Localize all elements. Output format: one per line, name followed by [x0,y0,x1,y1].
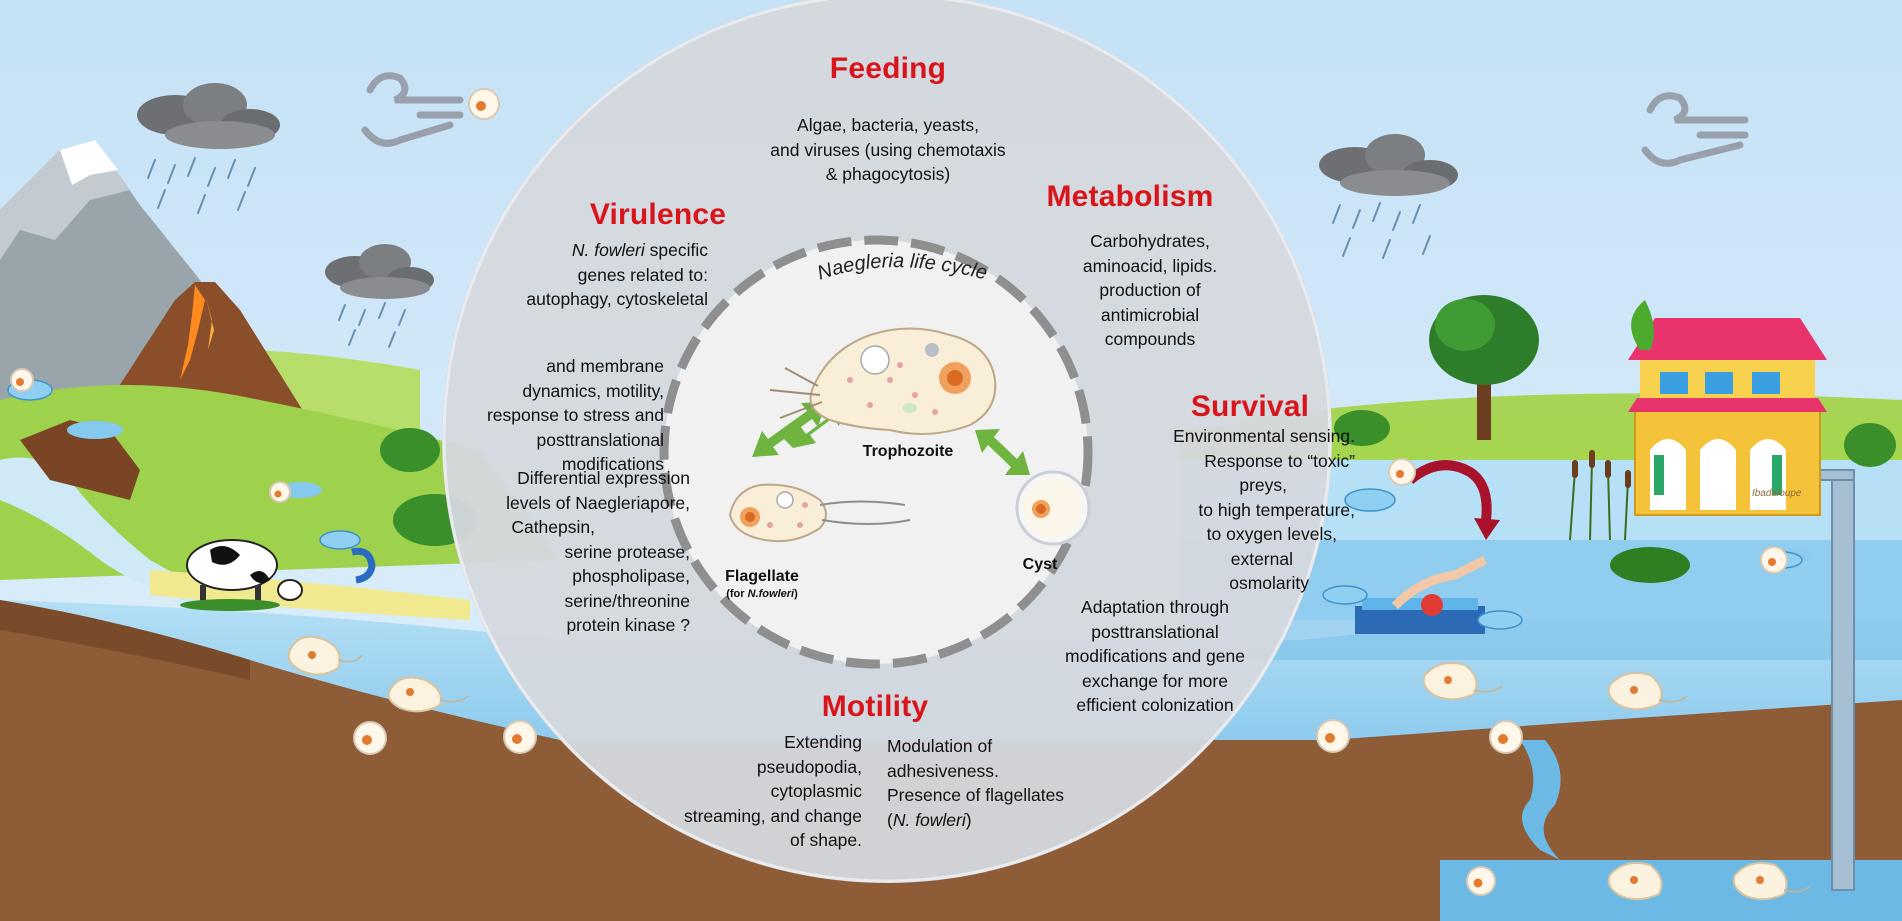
grass-clump [1610,547,1690,583]
watermark: Ibadaloupe [1752,488,1802,499]
motility-heading: Motility [821,690,929,723]
cyst-cell [10,88,1788,896]
metabolism-text: Carbohydrates, aminoacid, lipids. produc… [1082,231,1218,349]
mountain-snow [60,140,118,185]
lava-flow [180,285,205,380]
groundwater [1440,860,1902,921]
trophozoite-label: Trophozoite [862,443,954,460]
flagellate-label: Flagellate [725,568,799,585]
flagellate-note: (for N.fowleri) [726,588,798,600]
metabolism-heading: Metabolism [1046,180,1214,213]
rain-cloud-icon [137,83,280,149]
virulence-heading: Virulence [589,198,727,231]
wind-icon [361,72,464,147]
cyst-label: Cyst [1022,556,1058,573]
virulence-text-dynamics: and membrane dynamics, motility, respons… [486,356,664,474]
double-arrow-icon [975,429,1030,475]
bush [1844,423,1896,467]
wind-icon [1641,92,1749,167]
survival-text-sensing: Environmental sensing. Response to “toxi… [1173,426,1355,593]
rain-cloud-icon [325,244,434,299]
bush [1334,410,1390,446]
house [1628,318,1827,516]
river [0,457,260,610]
swimmer [1355,555,1488,634]
virulence-text-expression: Differential expression levels of Naegle… [506,468,690,635]
cow [180,539,303,611]
feeding-heading: Feeding [829,52,947,85]
bush [380,428,440,472]
motility-text-adhesiveness: Modulation of adhesiveness. Presence of … [887,736,1065,830]
curved-arrow-icon [1406,460,1492,521]
pipe [1831,479,1855,891]
underground-stream [1520,740,1561,860]
rain-cloud-icon [1319,134,1458,196]
cattails [1569,459,1629,541]
virulence-text-genes: N. fowleri specific genes related to: au… [526,240,708,309]
survival-text-adaptation: Adaptation through posttranslational mod… [1065,597,1245,715]
dashed-ring [659,235,1093,669]
inner-circle [664,240,1088,664]
trophozoite-illustration [769,327,997,435]
flagellate-illustration [728,483,911,543]
cyst-illustration [1015,470,1091,546]
feeding-text: Algae, bacteria, yeasts, and viruses (us… [770,115,1006,184]
cliff [20,420,140,500]
curved-arrow-icon [351,547,376,584]
puddle [67,421,123,439]
survival-heading: Survival [1190,390,1310,423]
motility-text-pseudopodia: Extending pseudopodia, cytoplasmic strea… [683,732,862,850]
